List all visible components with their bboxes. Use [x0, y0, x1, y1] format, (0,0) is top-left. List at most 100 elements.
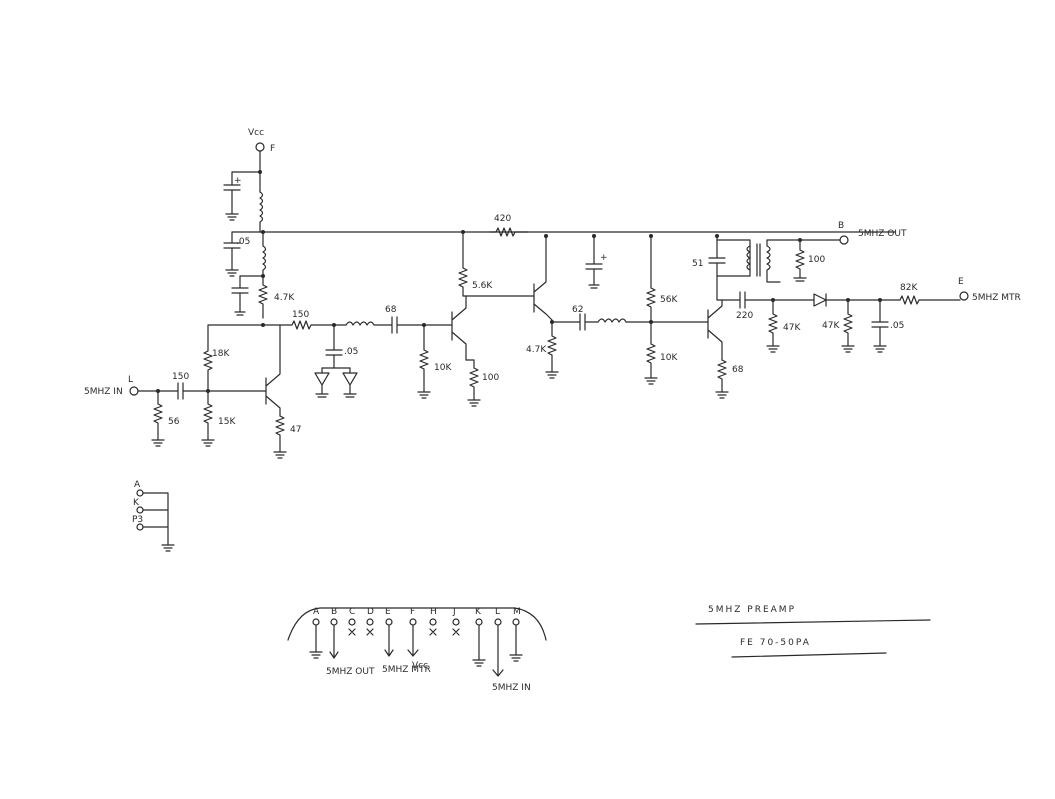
resistor-150	[262, 320, 335, 330]
resistor-10k-a	[417, 324, 431, 399]
conn-label-vcc: Vcc	[412, 661, 428, 671]
resistor-47k-a	[766, 299, 780, 353]
cap-51	[708, 235, 726, 301]
conn-label-in: 5MHZ IN	[492, 683, 531, 693]
jumper-pin-k: K	[133, 498, 140, 508]
resistor-5-6k	[458, 231, 468, 297]
conn-label-out: 5MHZ OUT	[326, 667, 375, 677]
unused-pin-marks	[348, 628, 460, 636]
bypass-cap-mid	[231, 275, 264, 316]
input-label: 5MHZ IN	[84, 387, 123, 397]
meter-pin-label: E	[958, 277, 964, 287]
r-150-label: 150	[292, 310, 309, 320]
title-block: 5MHZ PREAMP FE 70-50PA	[695, 605, 931, 658]
polarity-mark: +	[234, 176, 242, 186]
edge-connector: A B C D E F H J K L M 5MHZ OUT 5MHZ MTR …	[287, 607, 547, 693]
pin-e-wire	[384, 624, 394, 657]
resistor-68	[715, 359, 729, 399]
conn-pin-e: E	[385, 607, 391, 617]
choke-l1	[259, 191, 264, 233]
vcc-pin-label: F	[270, 144, 275, 154]
polarity-mark-2: +	[600, 253, 608, 263]
r-47-label: 47	[290, 425, 301, 435]
cap-220	[721, 291, 815, 309]
r-56k-label: 56K	[660, 295, 678, 305]
r-10k-a-label: 10K	[434, 363, 452, 373]
vcc-label: Vcc	[248, 128, 264, 138]
cap-62-and-choke	[551, 313, 709, 331]
conn-pin-h: H	[430, 607, 437, 617]
pin-b-wire	[329, 624, 339, 659]
transistor-q4	[707, 299, 723, 361]
diode-d1	[314, 367, 330, 398]
c-05-b-label: .05	[344, 347, 358, 357]
c-68-label: 68	[385, 305, 397, 315]
r-420-label: 420	[494, 214, 511, 224]
conn-pin-m: M	[513, 607, 521, 617]
r-4-7k-a-label: 4.7K	[274, 293, 295, 303]
conn-label-mtr: 5MHZ MTR	[382, 665, 431, 675]
r-56-label: 56	[168, 417, 180, 427]
r-4-7k-b-label: 4.7K	[526, 345, 547, 355]
conn-pin-l: L	[495, 607, 500, 617]
resistor-100	[465, 359, 481, 407]
vcc-terminal: Vcc F	[248, 128, 275, 154]
output-terminal: B 5MHZ OUT	[838, 221, 907, 245]
r-47k-a-label: 47K	[783, 323, 801, 333]
jumper-pin-p3: P3	[132, 515, 143, 525]
transistor-q1	[265, 324, 281, 417]
schematic-title: 5MHZ PREAMP	[708, 605, 796, 615]
transformer-secondary	[766, 239, 841, 283]
pin-a-ground	[309, 624, 323, 659]
conn-pin-d: D	[367, 607, 374, 617]
r-5-6k-label: 5.6K	[472, 281, 493, 291]
output-pin-label: B	[838, 221, 844, 231]
resistor-18k	[203, 324, 264, 392]
resistor-420	[489, 227, 529, 237]
resistor-15k	[201, 390, 215, 447]
r-15k-label: 15K	[218, 417, 236, 427]
r-18k-label: 18K	[212, 349, 230, 359]
conn-pin-f: F	[410, 607, 415, 617]
c-150-label: 150	[172, 372, 189, 382]
c-62-label: 62	[572, 305, 583, 315]
c-51-label: 51	[692, 259, 703, 269]
conn-pin-c: C	[349, 607, 355, 617]
r-100-b-label: 100	[808, 255, 825, 265]
connector-contacts	[312, 618, 520, 626]
pin-k-ground	[472, 624, 486, 667]
diode-d2	[342, 367, 358, 398]
choke-and-cap-68	[333, 316, 453, 334]
conn-pin-b: B	[331, 607, 337, 617]
detector-diode	[813, 293, 901, 307]
bypass-cap-05	[223, 231, 264, 277]
r-47k-b-label: 47K	[822, 321, 840, 331]
part-number: FE 70-50PA	[740, 638, 811, 648]
cap-05-b	[321, 324, 351, 369]
resistor-100-b	[793, 239, 807, 282]
c-220-label: 220	[736, 311, 753, 321]
transformer-core	[756, 243, 761, 277]
choke-l2	[262, 231, 267, 277]
transformer-primary	[746, 245, 751, 271]
cap-05-a-label: .05	[236, 237, 250, 247]
bypass-cap-top	[223, 171, 261, 221]
meter-terminal: E 5MHZ MTR	[958, 277, 1021, 303]
transistor-q3	[533, 235, 553, 321]
title-underline	[695, 619, 931, 625]
c-05-c-label: .05	[890, 321, 904, 331]
resistor-56k	[646, 235, 656, 323]
pin-l-wire	[492, 624, 504, 677]
connector-outline	[287, 607, 547, 641]
pin-m-ground	[509, 624, 523, 662]
r-100-label: 100	[482, 373, 499, 383]
resistor-47k-b	[841, 299, 855, 353]
input-terminal: 5MHZ IN L	[84, 375, 139, 397]
r-68-label: 68	[732, 365, 744, 375]
output-label: 5MHZ OUT	[858, 229, 907, 239]
jumper-block: A K P3	[132, 480, 175, 552]
resistor-47	[273, 415, 287, 459]
resistor-82k	[899, 295, 961, 305]
resistor-10k-b	[644, 321, 658, 385]
